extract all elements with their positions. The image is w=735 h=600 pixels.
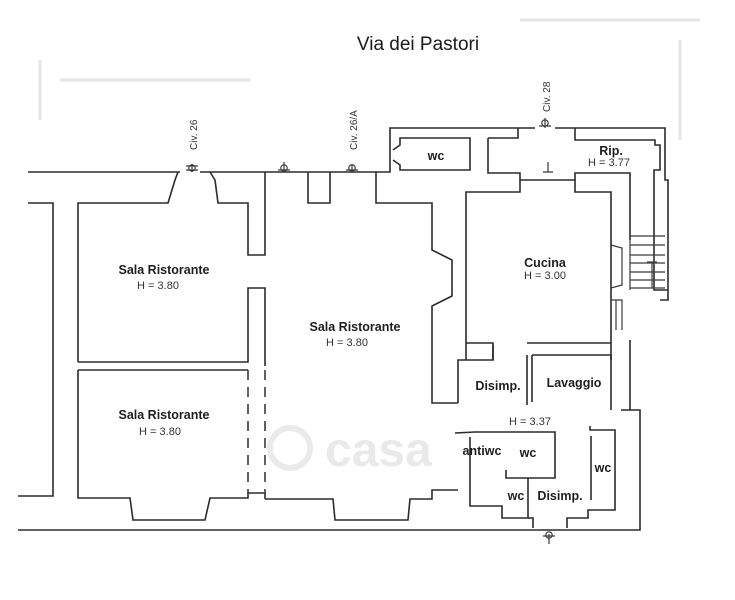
room-label-sala-3: Sala Ristorante bbox=[309, 320, 400, 334]
service-area-height: H = 3.37 bbox=[509, 416, 551, 428]
entrance-marker-unlabeled bbox=[278, 162, 290, 172]
facade-wall bbox=[28, 127, 669, 301]
room-height-cucina: H = 3.00 bbox=[524, 270, 566, 282]
entrance-civ-28: Civ. 28 bbox=[539, 81, 553, 128]
room-label-wc-c: wc bbox=[594, 461, 612, 475]
room-wall-sala-2 bbox=[77, 369, 266, 521]
watermark-text: casa bbox=[325, 424, 432, 477]
entrance-label-civ-26: Civ. 26 bbox=[189, 119, 200, 150]
room-wall-wc-a bbox=[454, 431, 556, 479]
room-wall-sala-1-bottom bbox=[78, 287, 266, 366]
room-label-rip: Rip. bbox=[599, 144, 623, 158]
entrance-label-civ-28: Civ. 28 bbox=[542, 81, 553, 112]
room-wall-wc-top bbox=[392, 137, 471, 171]
stairs bbox=[629, 235, 665, 290]
room-wall-sala-3-bottom bbox=[265, 489, 458, 521]
background-ghost-lines bbox=[38, 18, 700, 140]
street-title: Via dei Pastori bbox=[357, 34, 479, 55]
room-label-sala-1: Sala Ristorante bbox=[118, 263, 209, 277]
room-label-disimp-2: Disimp. bbox=[537, 489, 582, 503]
door-arrow bbox=[543, 162, 553, 173]
left-strip-wall bbox=[18, 202, 54, 497]
room-label-wc-top: wc bbox=[427, 149, 445, 163]
kitchen-window bbox=[610, 244, 623, 330]
room-label-wc-b: wc bbox=[507, 489, 525, 503]
room-wall-sala-3-right bbox=[307, 172, 458, 404]
watermark-logo-icon bbox=[267, 425, 313, 471]
room-wall-disimp-2 bbox=[528, 426, 616, 528]
room-height-sala-2: H = 3.80 bbox=[139, 426, 181, 438]
entrance-label-civ-26a: Civ. 26/A bbox=[349, 110, 360, 150]
room-wall-sala-1 bbox=[77, 171, 266, 362]
room-wall-cucina-bottom bbox=[466, 342, 611, 360]
room-label-lavaggio: Lavaggio bbox=[547, 376, 602, 390]
entrance-civ-26a: Civ. 26/A bbox=[346, 110, 360, 172]
room-label-antiwc: antiwc bbox=[463, 444, 502, 458]
room-label-sala-2: Sala Ristorante bbox=[118, 408, 209, 422]
rear-wall bbox=[18, 340, 641, 531]
room-wall-lavaggio bbox=[457, 345, 630, 411]
room-label-cucina: Cucina bbox=[524, 256, 567, 270]
room-label-wc-a: wc bbox=[519, 446, 537, 460]
entrance-rear bbox=[543, 531, 555, 544]
watermark: casa bbox=[267, 424, 432, 477]
room-height-sala-3: H = 3.80 bbox=[326, 337, 368, 349]
room-wall-rip bbox=[488, 128, 668, 291]
room-height-rip: H = 3.77 bbox=[588, 157, 630, 169]
open-partition-dashed bbox=[247, 370, 266, 493]
entrance-civ-26: Civ. 26 bbox=[186, 119, 200, 172]
room-label-disimp-1: Disimp. bbox=[475, 379, 520, 393]
room-wall-rip-bottom bbox=[487, 138, 631, 240]
room-wall-antiwc bbox=[469, 437, 529, 519]
room-height-sala-1: H = 3.80 bbox=[137, 280, 179, 292]
room-wall-cucina bbox=[465, 180, 612, 360]
